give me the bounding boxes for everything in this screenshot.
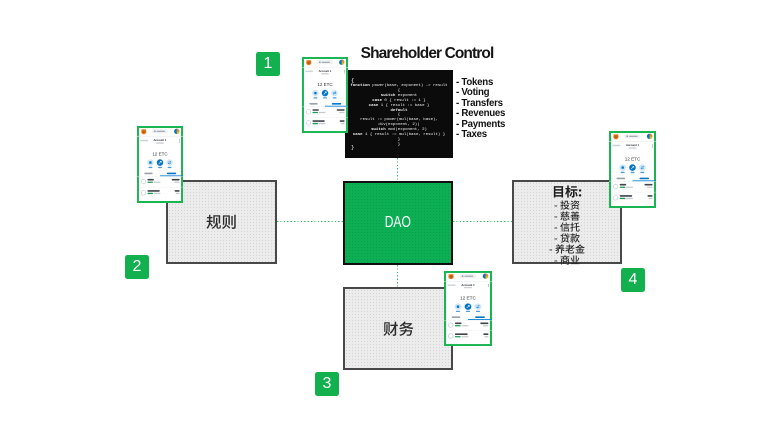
svg-text:12 ETC: 12 ETC: [460, 296, 477, 301]
svg-text:Account 1: Account 1: [319, 69, 332, 73]
svg-text:12 ETC: 12 ETC: [317, 82, 333, 87]
svg-text:12 ETC: 12 ETC: [625, 156, 641, 161]
svg-text:12 ETC: 12 ETC: [152, 151, 168, 156]
svg-text:Account 1: Account 1: [626, 143, 639, 147]
svg-text:Account 1: Account 1: [154, 138, 167, 142]
svg-text:Account 1: Account 1: [461, 283, 475, 287]
